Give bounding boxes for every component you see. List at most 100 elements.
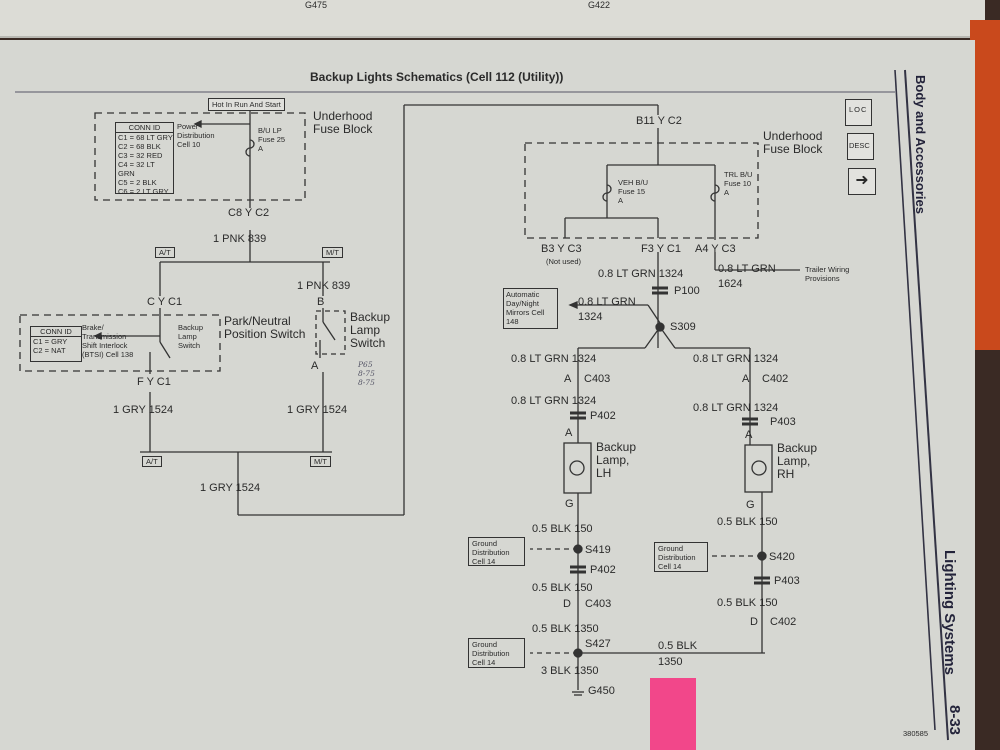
connector-label: P402 xyxy=(590,564,616,576)
wire-color: 0.5 BLK xyxy=(658,640,698,652)
splice-label: S427 xyxy=(585,638,611,650)
at-label: A/T xyxy=(155,247,175,258)
pin-label: A xyxy=(742,373,750,385)
connector-c8-c2: C8 Y C2 xyxy=(228,207,270,219)
park-neutral-switch-label: Park/Neutral Position Switch xyxy=(224,314,306,341)
connector-label: P402 xyxy=(590,410,616,422)
wire-circuit: 1324 xyxy=(578,311,603,323)
mt-label: M/T xyxy=(310,456,331,467)
pin-label: B xyxy=(317,296,325,308)
section-tab: Body and Accessories xyxy=(913,75,928,214)
conn-id-row: C1 = GRY xyxy=(33,337,68,346)
conn-id-row: C3 = 32 RED xyxy=(118,151,163,160)
ground-distribution-ref: Ground Distribution Cell 14 xyxy=(654,542,708,572)
pin-label: G xyxy=(746,499,755,511)
underhood-fuse-block-label: Underhood Fuse Block xyxy=(313,109,373,136)
wire-circuit: 1624 xyxy=(718,278,743,290)
underhood-fuse-block-label: Underhood Fuse Block xyxy=(763,129,823,156)
ground-distribution-ref: Ground Distribution Cell 14 xyxy=(468,537,525,566)
wire-label: 1 GRY 1524 xyxy=(287,404,348,416)
pin-label: A xyxy=(745,429,753,441)
previous-page-edge: G475 G422 xyxy=(0,0,985,38)
desc-icon[interactable]: DESC xyxy=(847,133,874,160)
pin-label: G xyxy=(565,498,574,510)
splice-label: S419 xyxy=(585,544,611,556)
connector-f3-c1: F3 Y C1 xyxy=(641,243,681,255)
connector-f-c1: F Y C1 xyxy=(137,376,171,388)
wire-label: 1 PNK 839 xyxy=(213,233,267,245)
wire-label: 0.8 LT GRN 1324 xyxy=(511,395,597,407)
conn-id-row: C6 = 2 LT GRY xyxy=(118,187,169,196)
power-distribution-ref: Power Distribution Cell 10 xyxy=(177,122,215,149)
splice-label: S420 xyxy=(769,551,795,563)
mirrors-ref-box: Automatic Day/Night Mirrors Cell 148 xyxy=(503,288,558,329)
sticky-note xyxy=(650,678,696,750)
manual-page xyxy=(0,40,975,750)
ground-distribution-ref: Ground Distribution Cell 14 xyxy=(468,638,525,668)
bu-lp-fuse-label: B/U LP Fuse 25 A xyxy=(258,126,286,153)
conn-id-row: C1 = 68 LT GRY xyxy=(118,133,173,142)
backup-lamp-switch-label: Backup Lamp Switch xyxy=(178,323,204,350)
wire-label: 3 BLK 1350 xyxy=(541,665,599,677)
trl-bu-fuse-label: TRL B/U Fuse 10 A xyxy=(724,170,753,197)
pin-label: D xyxy=(750,616,758,628)
connector-label: C403 xyxy=(585,598,612,610)
pin-label: A xyxy=(311,360,319,372)
desc-icon-label: DESC xyxy=(849,141,870,150)
conn-id-title: CONN ID xyxy=(116,123,173,133)
ground-label: G422 xyxy=(588,0,611,10)
wire-label: 0.8 LT GRN 1324 xyxy=(693,353,779,365)
at-label: A/T xyxy=(142,456,162,467)
wire-label: 0.5 BLK 150 xyxy=(532,523,593,535)
ground-g450: G450 xyxy=(588,685,615,697)
wire-label: 0.5 BLK 150 xyxy=(717,516,778,528)
wire-label: 0.5 BLK 1350 xyxy=(532,623,599,635)
background-object xyxy=(970,20,1000,350)
wire-label: 0.8 LT GRN 1324 xyxy=(598,268,684,280)
pin-label: A xyxy=(564,373,572,385)
backup-lamp-rh-label: Backup Lamp, RH xyxy=(777,441,818,481)
pin-label: D xyxy=(563,598,571,610)
veh-bu-fuse-label: VEH B/U Fuse 15 A xyxy=(618,178,649,205)
conn-id-row: C2 = 68 BLK xyxy=(118,142,161,151)
btsi-ref: Brake/ Transmission Shift Interlock (BTS… xyxy=(82,323,134,359)
conn-id-table: CONN ID C1 = 68 LT GRY C2 = 68 BLK C3 = … xyxy=(115,122,174,196)
connector-label: C403 xyxy=(584,373,611,385)
connector-label: C402 xyxy=(770,616,797,628)
conn-id-title: CONN ID xyxy=(31,327,81,337)
conn-id-row: C4 = 32 LT GRN xyxy=(118,160,155,178)
wire-label: 1 GRY 1524 xyxy=(200,482,261,494)
trailer-wiring-ref: Trailer Wiring Provisions xyxy=(805,265,850,283)
splice-s309: S309 xyxy=(670,321,696,333)
mt-label: M/T xyxy=(322,247,343,258)
wire-label: 0.8 LT GRN 1324 xyxy=(693,402,779,414)
conn-id-table: CONN ID C1 = GRY C2 = NAT xyxy=(30,326,82,362)
backup-lamp-switch-label: Backup Lamp Switch xyxy=(350,310,391,350)
figure-id: 380585 xyxy=(903,729,929,738)
pin-label: A xyxy=(565,427,573,439)
ground-label: G475 xyxy=(305,0,328,10)
loc-icon[interactable]: LOC xyxy=(845,99,872,126)
connector-b3-c3: B3 Y C3 xyxy=(541,243,582,255)
wire-label: 0.5 BLK 150 xyxy=(717,597,778,609)
connector-p100: P100 xyxy=(674,285,700,297)
hot-in-run-label: Hot In Run And Start xyxy=(208,98,285,111)
connector-label: P403 xyxy=(774,575,800,587)
connector-label: P403 xyxy=(770,416,796,428)
loc-icon-label: LOC xyxy=(849,105,868,114)
wire-label: 1 GRY 1524 xyxy=(113,404,174,416)
not-used-label: (Not used) xyxy=(546,257,582,266)
chapter-tab: Lighting Systems xyxy=(941,550,958,676)
handwritten-note: P65 8-75 8-75 xyxy=(358,360,375,387)
conn-id-row: C5 = 2 BLK xyxy=(118,178,157,187)
page-number: 8-33 xyxy=(946,705,963,736)
wire-label: 1 PNK 839 xyxy=(297,280,351,292)
connector-c-c1: C Y C1 xyxy=(147,296,183,308)
next-arrow-icon[interactable]: ➜ xyxy=(848,168,876,195)
connector-label: C402 xyxy=(762,373,789,385)
page-title: Backup Lights Schematics (Cell 112 (Util… xyxy=(310,70,564,84)
wire-color: 0.8 LT GRN xyxy=(718,263,776,275)
wire-color: 0.8 LT GRN xyxy=(578,296,636,308)
wire-label: 0.8 LT GRN 1324 xyxy=(511,353,597,365)
